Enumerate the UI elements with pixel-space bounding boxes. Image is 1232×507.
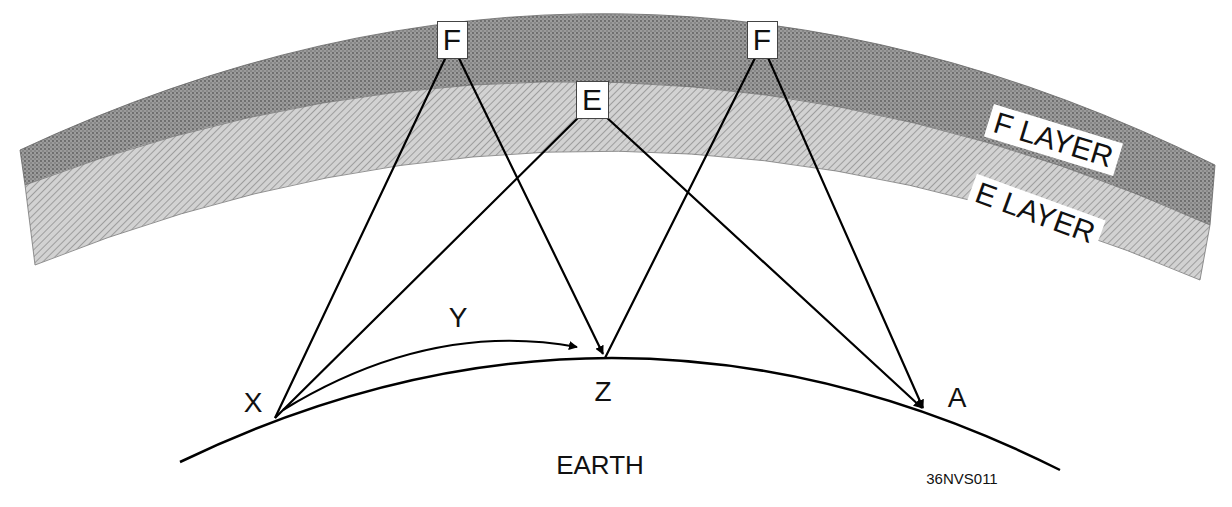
e-layer-band	[25, 82, 1210, 280]
region-label: EARTH	[556, 452, 644, 478]
sky-wave-ray	[275, 104, 922, 418]
ground-wave-ray	[283, 341, 577, 410]
wave-label: Y	[449, 304, 468, 332]
layer-point-box: F	[747, 21, 778, 59]
layer-letter: F	[443, 25, 461, 55]
layer-letter: F	[753, 25, 771, 55]
point-label: Z	[594, 378, 611, 406]
layer-point-box: F	[437, 21, 468, 59]
sky-wave-ray	[275, 44, 603, 418]
layer-letter: E	[582, 85, 602, 115]
point-label: X	[244, 389, 263, 417]
point-label: A	[948, 384, 967, 412]
figure-code: 36NVS011	[926, 471, 997, 486]
layer-point-box: E	[576, 81, 609, 119]
sky-wave-ray	[605, 44, 923, 408]
